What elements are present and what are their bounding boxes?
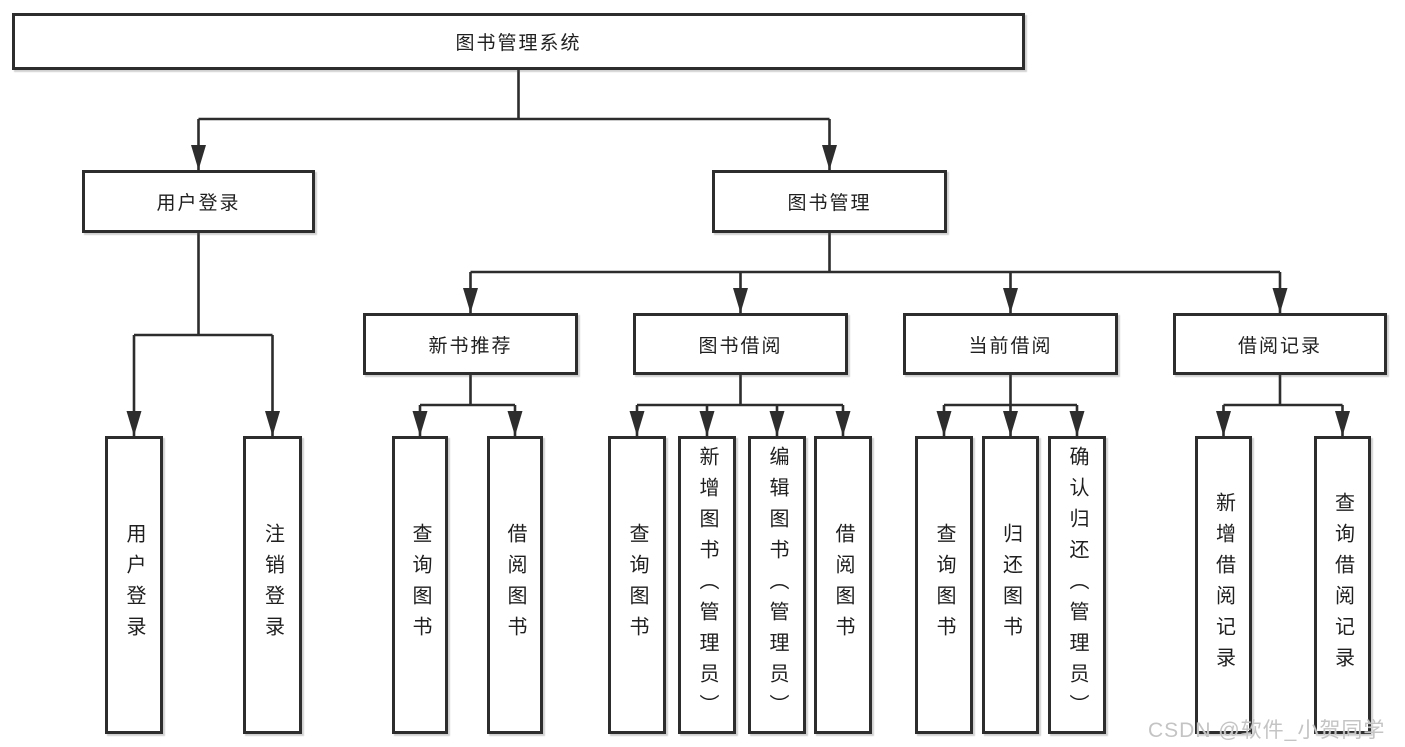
leaf-edit-books-admin: 编辑图书（管理员） [748, 436, 806, 734]
leaf-recommend-query-books: 查询图书 [392, 436, 448, 734]
leaf-query-borrow-record: 查询借阅记录 [1314, 436, 1371, 734]
leaf-borrow-query-books: 查询图书 [608, 436, 666, 734]
leaf-add-books-admin: 新增图书（管理员） [678, 436, 736, 734]
leaf-confirm-return-admin: 确认归还（管理员） [1048, 436, 1106, 734]
leaf-user-login: 用户登录 [105, 436, 163, 734]
node-root-system: 图书管理系统 [12, 13, 1025, 70]
node-borrow-records: 借阅记录 [1173, 313, 1387, 375]
leaf-recommend-borrow-books: 借阅图书 [487, 436, 543, 734]
leaf-borrow-books: 借阅图书 [814, 436, 872, 734]
leaf-return-books: 归还图书 [982, 436, 1039, 734]
node-current-borrow: 当前借阅 [903, 313, 1118, 375]
node-new-book-recommend: 新书推荐 [363, 313, 578, 375]
leaf-add-borrow-record: 新增借阅记录 [1195, 436, 1252, 734]
node-book-borrow: 图书借阅 [633, 313, 848, 375]
leaf-current-query-books: 查询图书 [915, 436, 973, 734]
node-book-management: 图书管理 [712, 170, 947, 233]
leaf-logout: 注销登录 [243, 436, 302, 734]
csdn-watermark: CSDN @软件_小贺同学 [1148, 719, 1386, 742]
node-user-login: 用户登录 [82, 170, 315, 233]
